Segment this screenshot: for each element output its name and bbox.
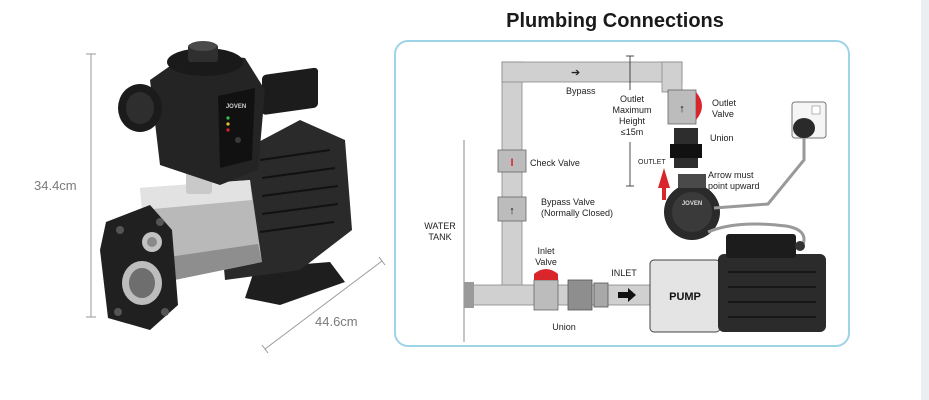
height-dimension-line: [86, 53, 96, 318]
barrel-highlight: [140, 180, 252, 210]
arrow-note-1: Arrow must: [708, 170, 754, 180]
inlet-valve-label-2: Valve: [535, 257, 557, 267]
outlet-valve-label-1: Outlet: [712, 98, 737, 108]
outlet-max-label-1: Outlet: [620, 94, 645, 104]
union-bottom-nut: [593, 282, 609, 308]
inlet-label: INLET: [611, 268, 637, 278]
check-valve-label: Check Valve: [530, 158, 580, 168]
controller-brand: JOVEN: [682, 201, 702, 207]
water-tank-label-1: WATER: [424, 221, 456, 231]
bypass-pipe-vertical: [501, 61, 523, 303]
outlet-valve-body: [667, 89, 697, 125]
inlet-valve-handle: [534, 269, 558, 280]
pump-label: PUMP: [669, 291, 701, 303]
top-port-opening: [189, 41, 217, 51]
water-tank-label-2: TANK: [428, 232, 451, 242]
diagram-panel: WATER TANK ➔ Bypass I Check Valve ↑ Bypa…: [394, 40, 850, 347]
page-edge: [921, 0, 929, 400]
dial-center: [126, 92, 154, 124]
bypass-valve-label-2: (Normally Closed): [541, 208, 613, 218]
power-plug: [793, 118, 815, 138]
socket-switch: [811, 105, 821, 115]
outlet-union-nut: [670, 144, 702, 158]
brand-mark: JOVEN: [226, 104, 246, 110]
outlet-max-label-3: Height: [619, 116, 646, 126]
controller-face: [672, 192, 712, 232]
flange-bolt-tr: [156, 218, 164, 226]
outlet-max-label-4: ≤15m: [621, 127, 643, 137]
bypass-valve-arrow: ↑: [509, 205, 515, 217]
check-valve-mark: I: [510, 157, 513, 169]
inlet-valve-body: [533, 279, 559, 311]
bypass-flow-arrow: ➔: [571, 67, 580, 79]
terminal-box: [262, 67, 318, 115]
status-light-green: [226, 116, 230, 120]
panel-button: [235, 137, 241, 143]
outlet-label: OUTLET: [638, 159, 666, 166]
pump-terminal-box: [726, 234, 796, 258]
pump-motor-fins: [728, 271, 816, 318]
controller-neck: [678, 174, 706, 188]
outlet-valve-arrow: ↑: [679, 103, 685, 115]
flange-bolt-br: [161, 308, 169, 316]
outlet-upward-arrow: [658, 168, 670, 200]
status-light-red: [226, 128, 230, 132]
bypass-pipe-horizontal: [501, 61, 683, 83]
height-dimension-label: 34.4cm: [34, 178, 77, 193]
flange-bolt-tl: [116, 226, 124, 234]
plumbing-diagram: WATER TANK ➔ Bypass I Check Valve ↑ Bypa…: [424, 55, 827, 342]
pump-motor: [718, 254, 826, 332]
max-height-label-bg: [614, 90, 648, 142]
union-bottom-label: Union: [552, 322, 576, 332]
inlet-port-opening: [129, 268, 155, 298]
outlet-max-label-2: Maximum: [612, 105, 651, 115]
flange-bolt-bl: [114, 308, 122, 316]
motor-cable: [707, 222, 806, 248]
outlet-riser-pipe: [661, 61, 683, 93]
tank-fitting: [464, 282, 474, 308]
pump-product-figure: JOVEN: [86, 41, 386, 354]
bypass-label: Bypass: [566, 86, 596, 96]
outlet-valve-label-2: Valve: [712, 109, 734, 119]
control-panel-face: [218, 88, 255, 168]
barrel-shadow: [148, 244, 262, 285]
inlet-valve-label-1: Inlet: [537, 246, 555, 256]
length-dimension-label: 44.6cm: [315, 314, 358, 329]
power-cable: [713, 138, 806, 210]
union-bottom: [567, 279, 593, 311]
cable-gland: [795, 241, 805, 251]
length-dimension-line: [261, 256, 386, 354]
outlet-valve-handle: [696, 92, 702, 120]
union-top-label: Union: [710, 133, 734, 143]
check-valve: [497, 149, 527, 173]
inlet-arrow: [618, 288, 636, 302]
arrow-note-2: point upward: [708, 181, 760, 191]
bypass-valve: [497, 196, 527, 222]
diagram-title: Plumbing Connections: [506, 10, 724, 32]
status-light-yellow: [226, 122, 230, 126]
motor-fins: [259, 149, 339, 233]
bypass-valve-label-1: Bypass Valve: [541, 197, 595, 207]
priming-plug-center: [147, 237, 157, 247]
